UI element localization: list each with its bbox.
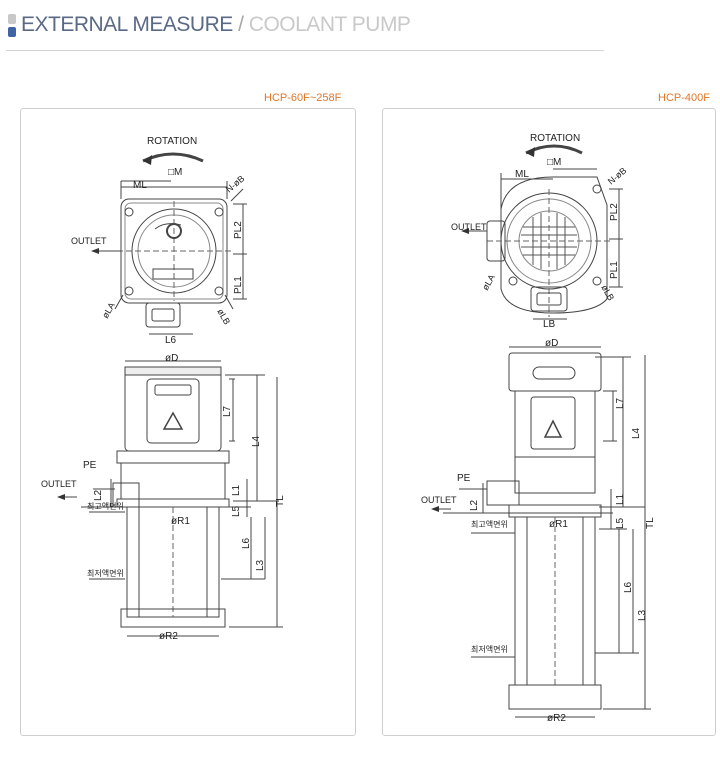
ml-label: ML bbox=[133, 180, 147, 191]
title-main: EXTERNAL MEASURE bbox=[21, 13, 233, 36]
r2-label: øR2 bbox=[547, 713, 566, 724]
pl1-label: PL1 bbox=[233, 276, 244, 294]
d-label: øD bbox=[165, 353, 178, 364]
d-label: øD bbox=[545, 338, 558, 349]
ml-label: ML bbox=[515, 169, 529, 180]
la-label: øLA bbox=[480, 273, 497, 292]
title-bullet-icon bbox=[8, 14, 16, 38]
drawing-panel-right: ROTATION □M ML N-øB OUTLET PL2 PL1 øLA ø… bbox=[382, 108, 716, 736]
r1-label: øR1 bbox=[171, 516, 190, 527]
l7-label: L7 bbox=[222, 405, 233, 417]
pl1-label: PL1 bbox=[609, 261, 620, 279]
nb-label: N-øB bbox=[224, 173, 247, 194]
l6-label: L6 bbox=[241, 537, 252, 549]
model-label-left: HCP-60F~258F bbox=[264, 92, 342, 104]
pump-drawing-right: ROTATION □M ML N-øB OUTLET PL2 PL1 øLA ø… bbox=[421, 133, 656, 724]
drawing-panel-left: ROTATION □M ML N-øB OUTLET PL2 PL1 øLA ø… bbox=[20, 108, 356, 736]
max-level-label: 최고액면위 bbox=[87, 501, 124, 511]
l5-label: L5 bbox=[615, 517, 626, 529]
outlet-top-label: OUTLET bbox=[451, 222, 487, 232]
min-level-label: 최저액면위 bbox=[471, 644, 508, 654]
min-level-label: 최저액면위 bbox=[87, 568, 124, 578]
tl-label: TL bbox=[645, 517, 656, 529]
l1-label: L1 bbox=[615, 493, 626, 505]
title-sub: COOLANT PUMP bbox=[248, 13, 411, 36]
lb-bottom-label: LB bbox=[543, 319, 556, 330]
l2-label: L2 bbox=[469, 499, 480, 511]
pl2-label: PL2 bbox=[233, 221, 244, 239]
model-label-right: HCP-400F bbox=[658, 92, 710, 104]
r2-label: øR2 bbox=[159, 631, 178, 642]
r1-label: øR1 bbox=[549, 519, 568, 530]
tl-label: TL bbox=[275, 495, 286, 507]
page-title: EXTERNAL MEASURE / COOLANT PUMP bbox=[21, 13, 411, 37]
title-separator: / bbox=[232, 13, 249, 36]
m-label: □M bbox=[547, 157, 561, 168]
outlet-side-label: OUTLET bbox=[41, 479, 77, 489]
max-level-label: 최고액면위 bbox=[471, 519, 508, 529]
page-header: EXTERNAL MEASURE / COOLANT PUMP bbox=[6, 8, 606, 52]
pe-label: PE bbox=[457, 473, 471, 484]
m-label: □M bbox=[168, 167, 182, 178]
lb-label: øLB bbox=[599, 283, 616, 302]
pl2-label: PL2 bbox=[609, 203, 620, 221]
l5-label: L5 bbox=[231, 505, 242, 517]
pe-label: PE bbox=[83, 460, 97, 471]
l6-label: L6 bbox=[623, 581, 634, 593]
l6-top-label: L6 bbox=[165, 335, 177, 346]
rotation-label: ROTATION bbox=[530, 133, 580, 144]
outlet-side-label: OUTLET bbox=[421, 495, 457, 505]
lb-label: øLB bbox=[215, 307, 232, 326]
nb-label: N-øB bbox=[606, 165, 629, 186]
outlet-top-label: OUTLET bbox=[71, 236, 107, 246]
l3-label: L3 bbox=[255, 559, 266, 571]
la-label: øLA bbox=[100, 301, 117, 320]
rotation-label: ROTATION bbox=[147, 136, 197, 147]
l4-label: L4 bbox=[631, 427, 642, 439]
l4-label: L4 bbox=[251, 435, 262, 447]
l7-label: L7 bbox=[615, 397, 626, 409]
l3-label: L3 bbox=[637, 609, 648, 621]
l1-label: L1 bbox=[231, 484, 242, 496]
title-divider bbox=[6, 50, 604, 51]
l2-label: L2 bbox=[93, 489, 104, 501]
pump-drawing-left: ROTATION □M ML N-øB OUTLET PL2 PL1 øLA ø… bbox=[41, 136, 286, 642]
